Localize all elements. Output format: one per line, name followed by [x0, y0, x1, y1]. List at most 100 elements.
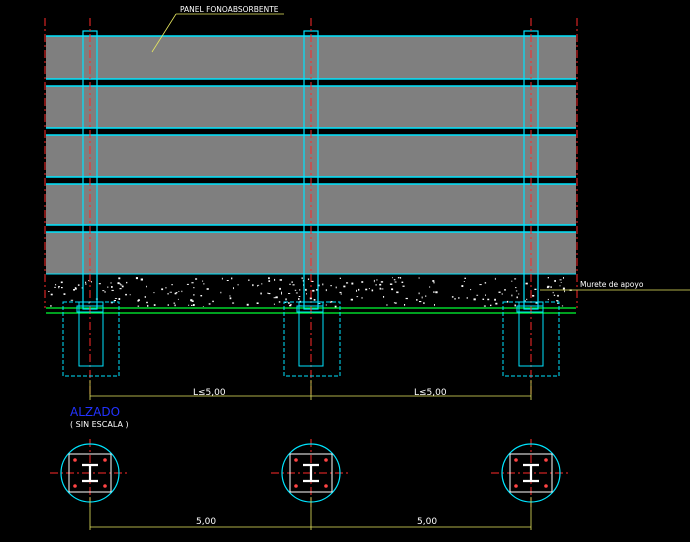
- concrete-speck: [77, 284, 80, 286]
- concrete-speck: [556, 300, 559, 302]
- concrete-speck: [434, 304, 435, 306]
- concrete-speck: [547, 277, 549, 279]
- concrete-speck: [167, 293, 169, 295]
- concrete-speck: [307, 278, 310, 280]
- concrete-speck: [557, 302, 559, 304]
- concrete-speck: [118, 298, 121, 300]
- concrete-speck: [257, 285, 258, 287]
- concrete-speck: [278, 301, 281, 303]
- concrete-speck: [85, 283, 87, 285]
- h-profile: [523, 463, 539, 483]
- concrete-speck: [418, 292, 420, 295]
- concrete-speck: [288, 293, 291, 294]
- concrete-speck: [325, 289, 327, 292]
- post-middle: [303, 18, 319, 396]
- concrete-speck: [153, 292, 155, 294]
- concrete-speck: [202, 306, 204, 307]
- concrete-speck: [485, 294, 486, 296]
- concrete-speck: [174, 304, 176, 307]
- concrete-speck: [433, 291, 435, 293]
- dimension-label: L≤5,00: [414, 388, 447, 398]
- bolt-icon: [103, 484, 107, 488]
- footing-left: [62, 301, 120, 377]
- concrete-speck: [129, 294, 131, 296]
- concrete-speck: [532, 295, 535, 297]
- concrete-speck: [466, 297, 468, 299]
- concrete-speck: [48, 291, 50, 292]
- concrete-speck: [273, 303, 275, 305]
- concrete-speck: [564, 290, 565, 293]
- concrete-speck: [221, 277, 223, 280]
- concrete-speck: [358, 288, 360, 291]
- concrete-speck: [292, 284, 295, 286]
- concrete-speck: [208, 303, 211, 305]
- concrete-speck: [339, 277, 341, 279]
- concrete-speck: [257, 284, 260, 286]
- concrete-speck: [376, 279, 378, 281]
- concrete-speck: [397, 277, 400, 279]
- concrete-speck: [524, 300, 526, 302]
- dimension-label: 5,00: [196, 517, 216, 527]
- concrete-speck: [229, 297, 232, 300]
- concrete-speck: [473, 298, 476, 301]
- concrete-speck: [476, 294, 479, 296]
- concrete-speck: [380, 281, 384, 283]
- concrete-speck: [309, 297, 312, 300]
- concrete-speck: [563, 277, 564, 279]
- concrete-speck: [252, 284, 254, 287]
- concrete-speck: [54, 286, 56, 288]
- concrete-speck: [419, 301, 422, 303]
- concrete-speck: [350, 298, 353, 301]
- concrete-speck: [119, 288, 122, 290]
- concrete-speck: [547, 285, 550, 288]
- concrete-speck: [167, 304, 169, 306]
- concrete-speck: [421, 296, 423, 299]
- concrete-speck: [318, 303, 321, 304]
- concrete-speck: [102, 290, 105, 292]
- concrete-speck: [560, 282, 562, 283]
- concrete-speck: [231, 277, 233, 280]
- murete-label: Murete de apoyo: [580, 280, 644, 289]
- edge-centerlines: [44, 18, 578, 308]
- concrete-speck: [191, 304, 193, 306]
- h-profile: [82, 463, 98, 483]
- concrete-speck: [256, 302, 259, 304]
- panel-label: PANEL FONOABSORBENTE: [180, 5, 279, 14]
- concrete-speck: [177, 298, 179, 300]
- concrete-speck: [311, 280, 314, 282]
- concrete-speck: [137, 305, 140, 307]
- base-plate: [68, 453, 112, 493]
- concrete-speck: [171, 284, 173, 286]
- concrete-speck: [487, 298, 490, 301]
- concrete-speck: [458, 297, 460, 299]
- concrete-speck: [365, 288, 368, 291]
- concrete-speck: [463, 281, 465, 282]
- concrete-speck: [356, 289, 357, 292]
- concrete-speck: [120, 284, 123, 286]
- footing-middle: [283, 301, 341, 377]
- concrete-speck: [516, 296, 518, 299]
- concrete-speck: [552, 291, 554, 294]
- dimension-label: 5,00: [417, 517, 437, 527]
- concrete-speck: [206, 288, 209, 290]
- concrete-speck: [301, 277, 303, 280]
- concrete-speck: [561, 305, 564, 307]
- concrete-speck: [312, 289, 315, 292]
- concrete-speck: [334, 305, 337, 308]
- concrete-speck: [294, 289, 297, 291]
- concrete-speck: [534, 288, 537, 290]
- concrete-speck: [169, 291, 172, 293]
- concrete-speck: [237, 284, 239, 286]
- concrete-speck: [85, 281, 87, 284]
- concrete-speck: [490, 304, 492, 307]
- concrete-speck: [190, 299, 193, 302]
- concrete-speck: [356, 296, 359, 298]
- concrete-speck: [343, 285, 346, 288]
- dimension-label: L≤5,00: [193, 388, 226, 398]
- concrete-speck: [191, 282, 194, 284]
- plan-post-middle: [271, 439, 351, 507]
- concrete-speck: [50, 293, 53, 296]
- concrete-speck: [193, 287, 195, 289]
- concrete-speck: [379, 283, 382, 286]
- concrete-speck: [58, 286, 60, 287]
